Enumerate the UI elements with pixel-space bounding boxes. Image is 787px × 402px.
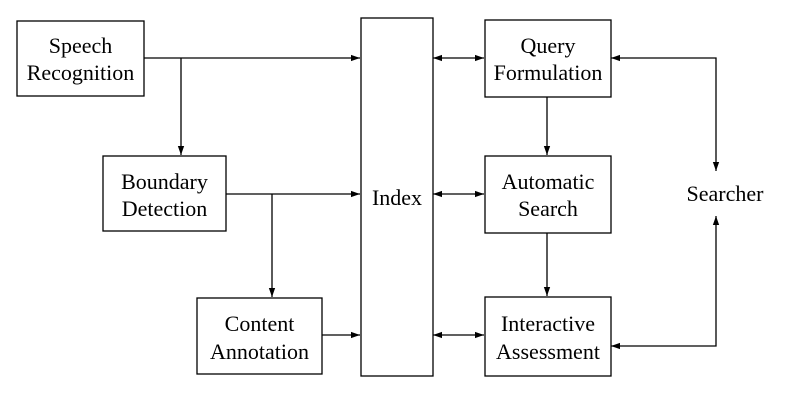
node-automatic-search: Automatic Search <box>484 155 612 234</box>
boundary-detection-line2: Detection <box>122 196 208 221</box>
boundary-detection-line1: Boundary <box>121 169 208 194</box>
node-interactive-assessment: Interactive Assessment <box>484 296 612 377</box>
interactive-assessment-line2: Assessment <box>496 339 600 364</box>
query-formulation-line1: Query <box>521 33 576 58</box>
node-content-annotation: Content Annotation <box>196 297 323 375</box>
speech-recognition-line2: Recognition <box>27 60 135 85</box>
content-annotation-line2: Annotation <box>210 339 309 364</box>
node-speech-recognition: Speech Recognition <box>16 20 145 97</box>
edge-searcher-query <box>611 54 720 171</box>
node-index: Index <box>360 17 434 377</box>
index-label: Index <box>372 185 422 210</box>
automatic-search-line1: Automatic <box>502 169 595 194</box>
query-formulation-line2: Formulation <box>494 60 603 85</box>
content-annotation-line1: Content <box>225 311 295 336</box>
searcher-label: Searcher <box>687 181 765 206</box>
automatic-search-line2: Search <box>518 196 578 221</box>
node-boundary-detection: Boundary Detection <box>102 155 227 232</box>
interactive-assessment-line1: Interactive <box>501 311 595 336</box>
node-query-formulation: Query Formulation <box>484 19 612 98</box>
speech-recognition-line1: Speech <box>49 33 113 58</box>
connectors <box>144 54 720 350</box>
edge-searcher-interactive <box>611 216 720 350</box>
